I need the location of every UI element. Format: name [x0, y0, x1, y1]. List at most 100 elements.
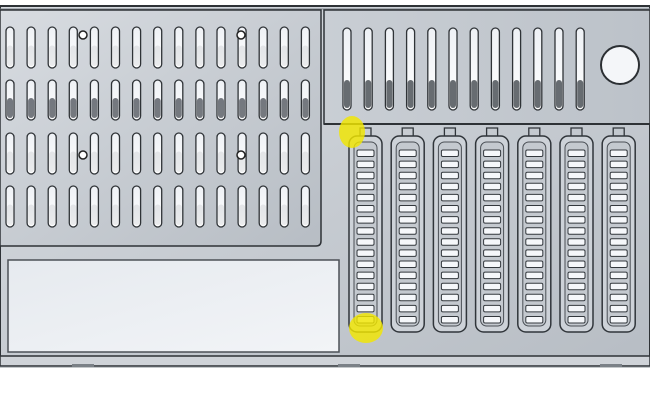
cover-slot: [525, 193, 544, 202]
cover-slot: [567, 304, 586, 313]
cover-slot: [609, 171, 628, 180]
vent-slot: [47, 132, 57, 175]
cover-slot: [356, 238, 375, 246]
vent-slot-shadow: [556, 80, 562, 108]
cover-slot: [525, 238, 544, 246]
cover-slot: [609, 238, 628, 246]
cover-slot: [567, 282, 586, 291]
cover-slot: [398, 160, 417, 169]
vent-slot-shadow: [239, 98, 246, 118]
cover-slot: [398, 260, 417, 268]
cover-slot: [398, 205, 417, 213]
cover-slot: [440, 249, 459, 257]
cover-slot: [525, 316, 544, 324]
vent-slot-shadow: [154, 151, 161, 172]
cover-slot: [525, 160, 544, 169]
circle-hole-icon: [78, 150, 88, 160]
cover-slot: [525, 216, 544, 224]
expansion-cover[interactable]: [517, 127, 552, 333]
vent-slot-shadow: [407, 80, 414, 108]
vent-slot-shadow: [344, 80, 350, 108]
vent-slot-shadow: [175, 204, 182, 225]
vent-slot: [131, 132, 142, 175]
expansion-cover[interactable]: [601, 127, 636, 333]
cover-slot: [567, 227, 586, 235]
cover-slot: [440, 316, 459, 324]
vent-slot-shadow: [260, 45, 267, 66]
vent-slot-shadow: [281, 45, 288, 66]
vent-slot: [47, 26, 57, 69]
expansion-cover[interactable]: [390, 127, 425, 333]
left-vent-panel[interactable]: [0, 9, 322, 247]
cover-slot: [356, 149, 375, 157]
vent-slot-shadow: [302, 204, 309, 225]
cover-slot: [609, 205, 628, 213]
cover-slot: [483, 227, 502, 235]
vent-slot-shadow: [91, 45, 98, 66]
cover-slot: [440, 282, 459, 291]
cover-slot: [398, 316, 417, 324]
expansion-cover[interactable]: [348, 127, 383, 333]
cover-slot: [483, 160, 502, 169]
selected-edge-top[interactable]: [339, 116, 365, 148]
vent-slot: [216, 185, 226, 228]
vent-slot-shadow: [260, 204, 267, 225]
vent-slot-shadow: [218, 204, 224, 225]
vent-slot-shadow: [302, 98, 309, 118]
cover-slot: [356, 171, 375, 180]
vent-slot-shadow: [218, 151, 224, 172]
vent-slot: [216, 26, 226, 69]
expansion-cover[interactable]: [474, 127, 510, 333]
vent-slot: [279, 26, 289, 69]
vent-slot: [26, 132, 36, 175]
cover-slot: [567, 160, 586, 169]
expansion-cover[interactable]: [432, 127, 468, 333]
vent-slot-shadow: [7, 204, 13, 225]
cover-slot: [356, 260, 375, 268]
cover-slot: [483, 316, 502, 324]
cover-slot: [483, 260, 502, 268]
vent-slot-shadow: [133, 98, 140, 118]
cover-slot: [440, 304, 459, 313]
vent-slot-shadow: [196, 45, 203, 66]
cover-slot: [356, 304, 375, 313]
vent-slot-shadow: [91, 98, 98, 118]
cover-slot: [398, 282, 417, 291]
vent-slot-shadow: [91, 204, 98, 225]
cover-slot: [525, 293, 544, 302]
round-port-icon[interactable]: [600, 45, 640, 85]
cover-slot: [356, 205, 375, 213]
cover-slot: [567, 193, 586, 202]
cover-slot: [483, 205, 502, 213]
vent-slot-shadow: [281, 98, 288, 118]
vent-slot-shadow: [577, 80, 584, 108]
cover-slot: [356, 227, 375, 235]
vent-slot: [279, 185, 289, 228]
cover-slot: [356, 249, 375, 257]
label-plate[interactable]: [7, 259, 340, 353]
cover-slot: [609, 282, 628, 291]
vent-slot: [68, 185, 78, 228]
vent-slot: [174, 185, 184, 228]
cover-slot: [567, 149, 586, 157]
vent-slot-shadow: [133, 204, 140, 225]
cover-slot: [609, 304, 628, 313]
vent-slot: [26, 185, 36, 228]
vent-slot: [258, 185, 268, 228]
cover-slot: [440, 238, 459, 246]
vent-slot: [89, 26, 100, 69]
expansion-slot-covers[interactable]: [348, 127, 636, 333]
vent-slot-shadow: [175, 151, 182, 172]
cover-slot: [356, 293, 375, 302]
cover-slot: [483, 171, 502, 180]
cover-slot: [567, 205, 586, 213]
vent-slot-shadow: [175, 98, 182, 118]
right-upper-vent-panel[interactable]: [323, 9, 650, 125]
vent-slot: [195, 26, 205, 69]
selected-edge-bottom[interactable]: [349, 313, 383, 343]
circle-hole-icon: [236, 150, 246, 160]
vent-slot-shadow: [471, 80, 478, 108]
vent-slot-shadow: [70, 45, 77, 66]
expansion-cover[interactable]: [559, 127, 594, 333]
